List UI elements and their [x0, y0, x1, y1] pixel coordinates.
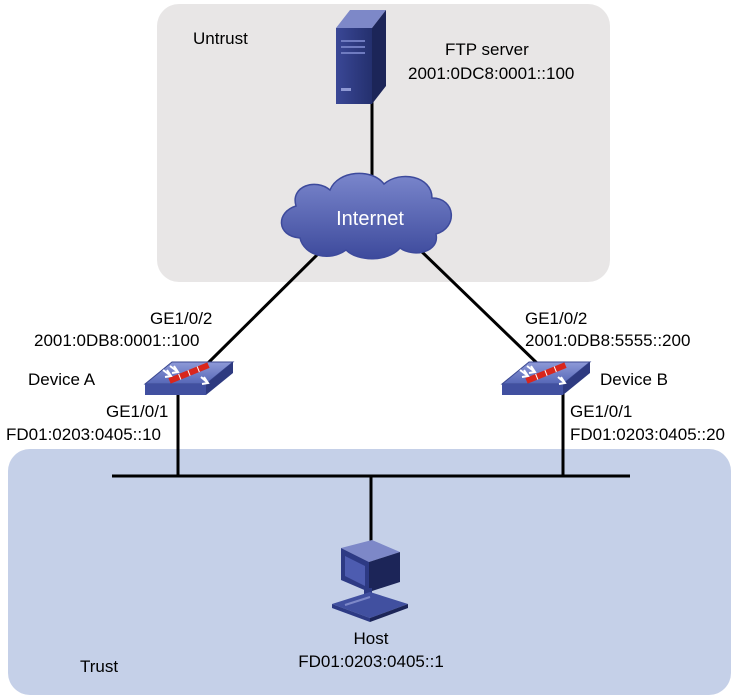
host-name: Host: [354, 629, 389, 648]
internet-label: Internet: [336, 208, 404, 230]
firewall-icon: [143, 361, 235, 395]
link-internet-device-a: [203, 248, 324, 368]
server-icon: [336, 10, 386, 104]
device-a-name: Device A: [28, 370, 96, 389]
ftp-server-name: FTP server: [445, 40, 529, 59]
firewall-icon: [500, 361, 592, 395]
links: [112, 100, 630, 545]
ftp-server-address: 2001:0DC8:0001::100: [408, 64, 574, 83]
device-a-uplink-interface: GE1/0/2: [150, 309, 212, 328]
device-b-uplink-interface: GE1/0/2: [525, 309, 587, 328]
host-address: FD01:0203:0405::1: [298, 652, 444, 671]
device-b-downlink-address: FD01:0203:0405::20: [570, 425, 725, 444]
trust-zone-label: Trust: [80, 657, 118, 676]
untrust-zone-label: Untrust: [193, 29, 248, 48]
device-a-downlink-address: FD01:0203:0405::10: [6, 425, 161, 444]
link-internet-device-b: [418, 248, 542, 368]
device-b-uplink-address: 2001:0DB8:5555::200: [525, 331, 690, 350]
device-b-downlink-interface: GE1/0/1: [570, 402, 632, 421]
device-b-name: Device B: [600, 370, 668, 389]
device-a-uplink-address: 2001:0DB8:0001::100: [34, 331, 199, 350]
untrust-zone: [157, 4, 610, 282]
device-a-downlink-interface: GE1/0/1: [106, 402, 168, 421]
pc-icon: [332, 540, 408, 622]
cloud-icon: [280, 172, 453, 260]
